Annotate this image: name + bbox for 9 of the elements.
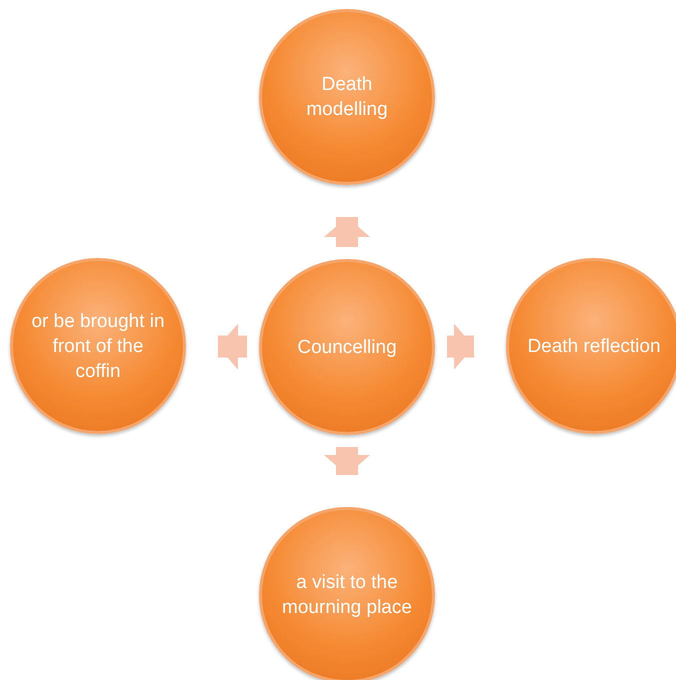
block-arrow [324, 447, 370, 475]
block-arrow [446, 324, 474, 370]
node-label: Death reflection [526, 334, 662, 358]
node-label: a visit to the mourning place [281, 571, 413, 620]
block-arrow [218, 324, 248, 370]
node-label: Death modelling [305, 73, 389, 122]
node-label: Councelling [296, 336, 398, 360]
block-arrow [324, 217, 370, 247]
node-label: or be brought in front of the coffin [30, 310, 166, 384]
